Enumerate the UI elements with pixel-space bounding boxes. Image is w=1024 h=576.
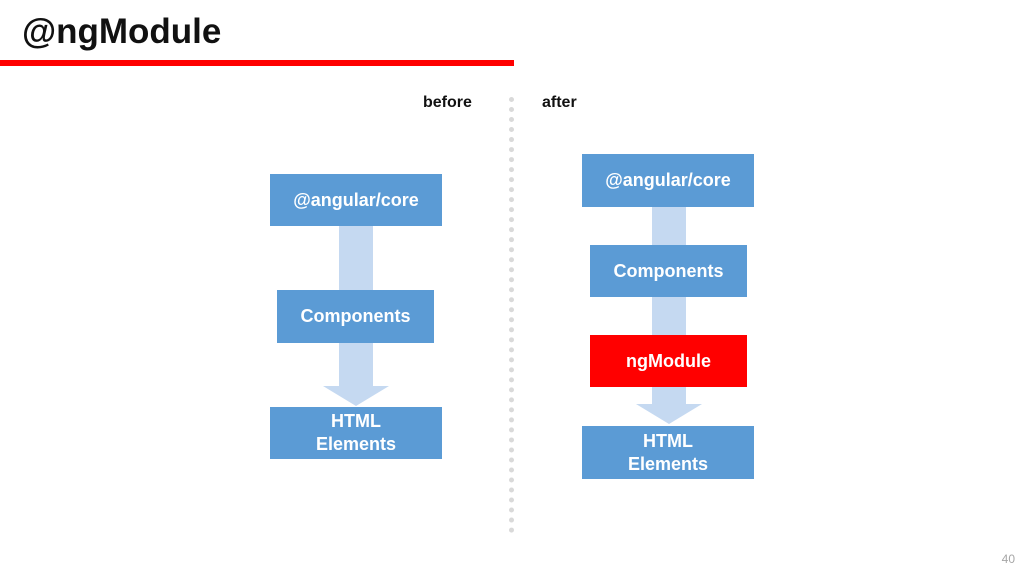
slide-title: @ngModule: [22, 12, 222, 51]
before-label: before: [423, 94, 472, 111]
column-divider: [509, 97, 514, 533]
after-node-components: Components: [590, 245, 747, 297]
after-label: after: [542, 94, 577, 111]
page-number: 40: [1001, 552, 1015, 566]
after-node-html-elements: HTML Elements: [582, 426, 754, 479]
after-arrow-head: [636, 404, 702, 424]
before-node-components: Components: [277, 290, 434, 343]
after-node-angular-core: @angular/core: [582, 154, 754, 207]
before-node-html-elements: HTML Elements: [270, 407, 442, 459]
before-arrow-head: [323, 386, 389, 406]
after-node-ngmodule: ngModule: [590, 335, 747, 387]
before-node-angular-core: @angular/core: [270, 174, 442, 226]
title-underline: [0, 60, 514, 66]
